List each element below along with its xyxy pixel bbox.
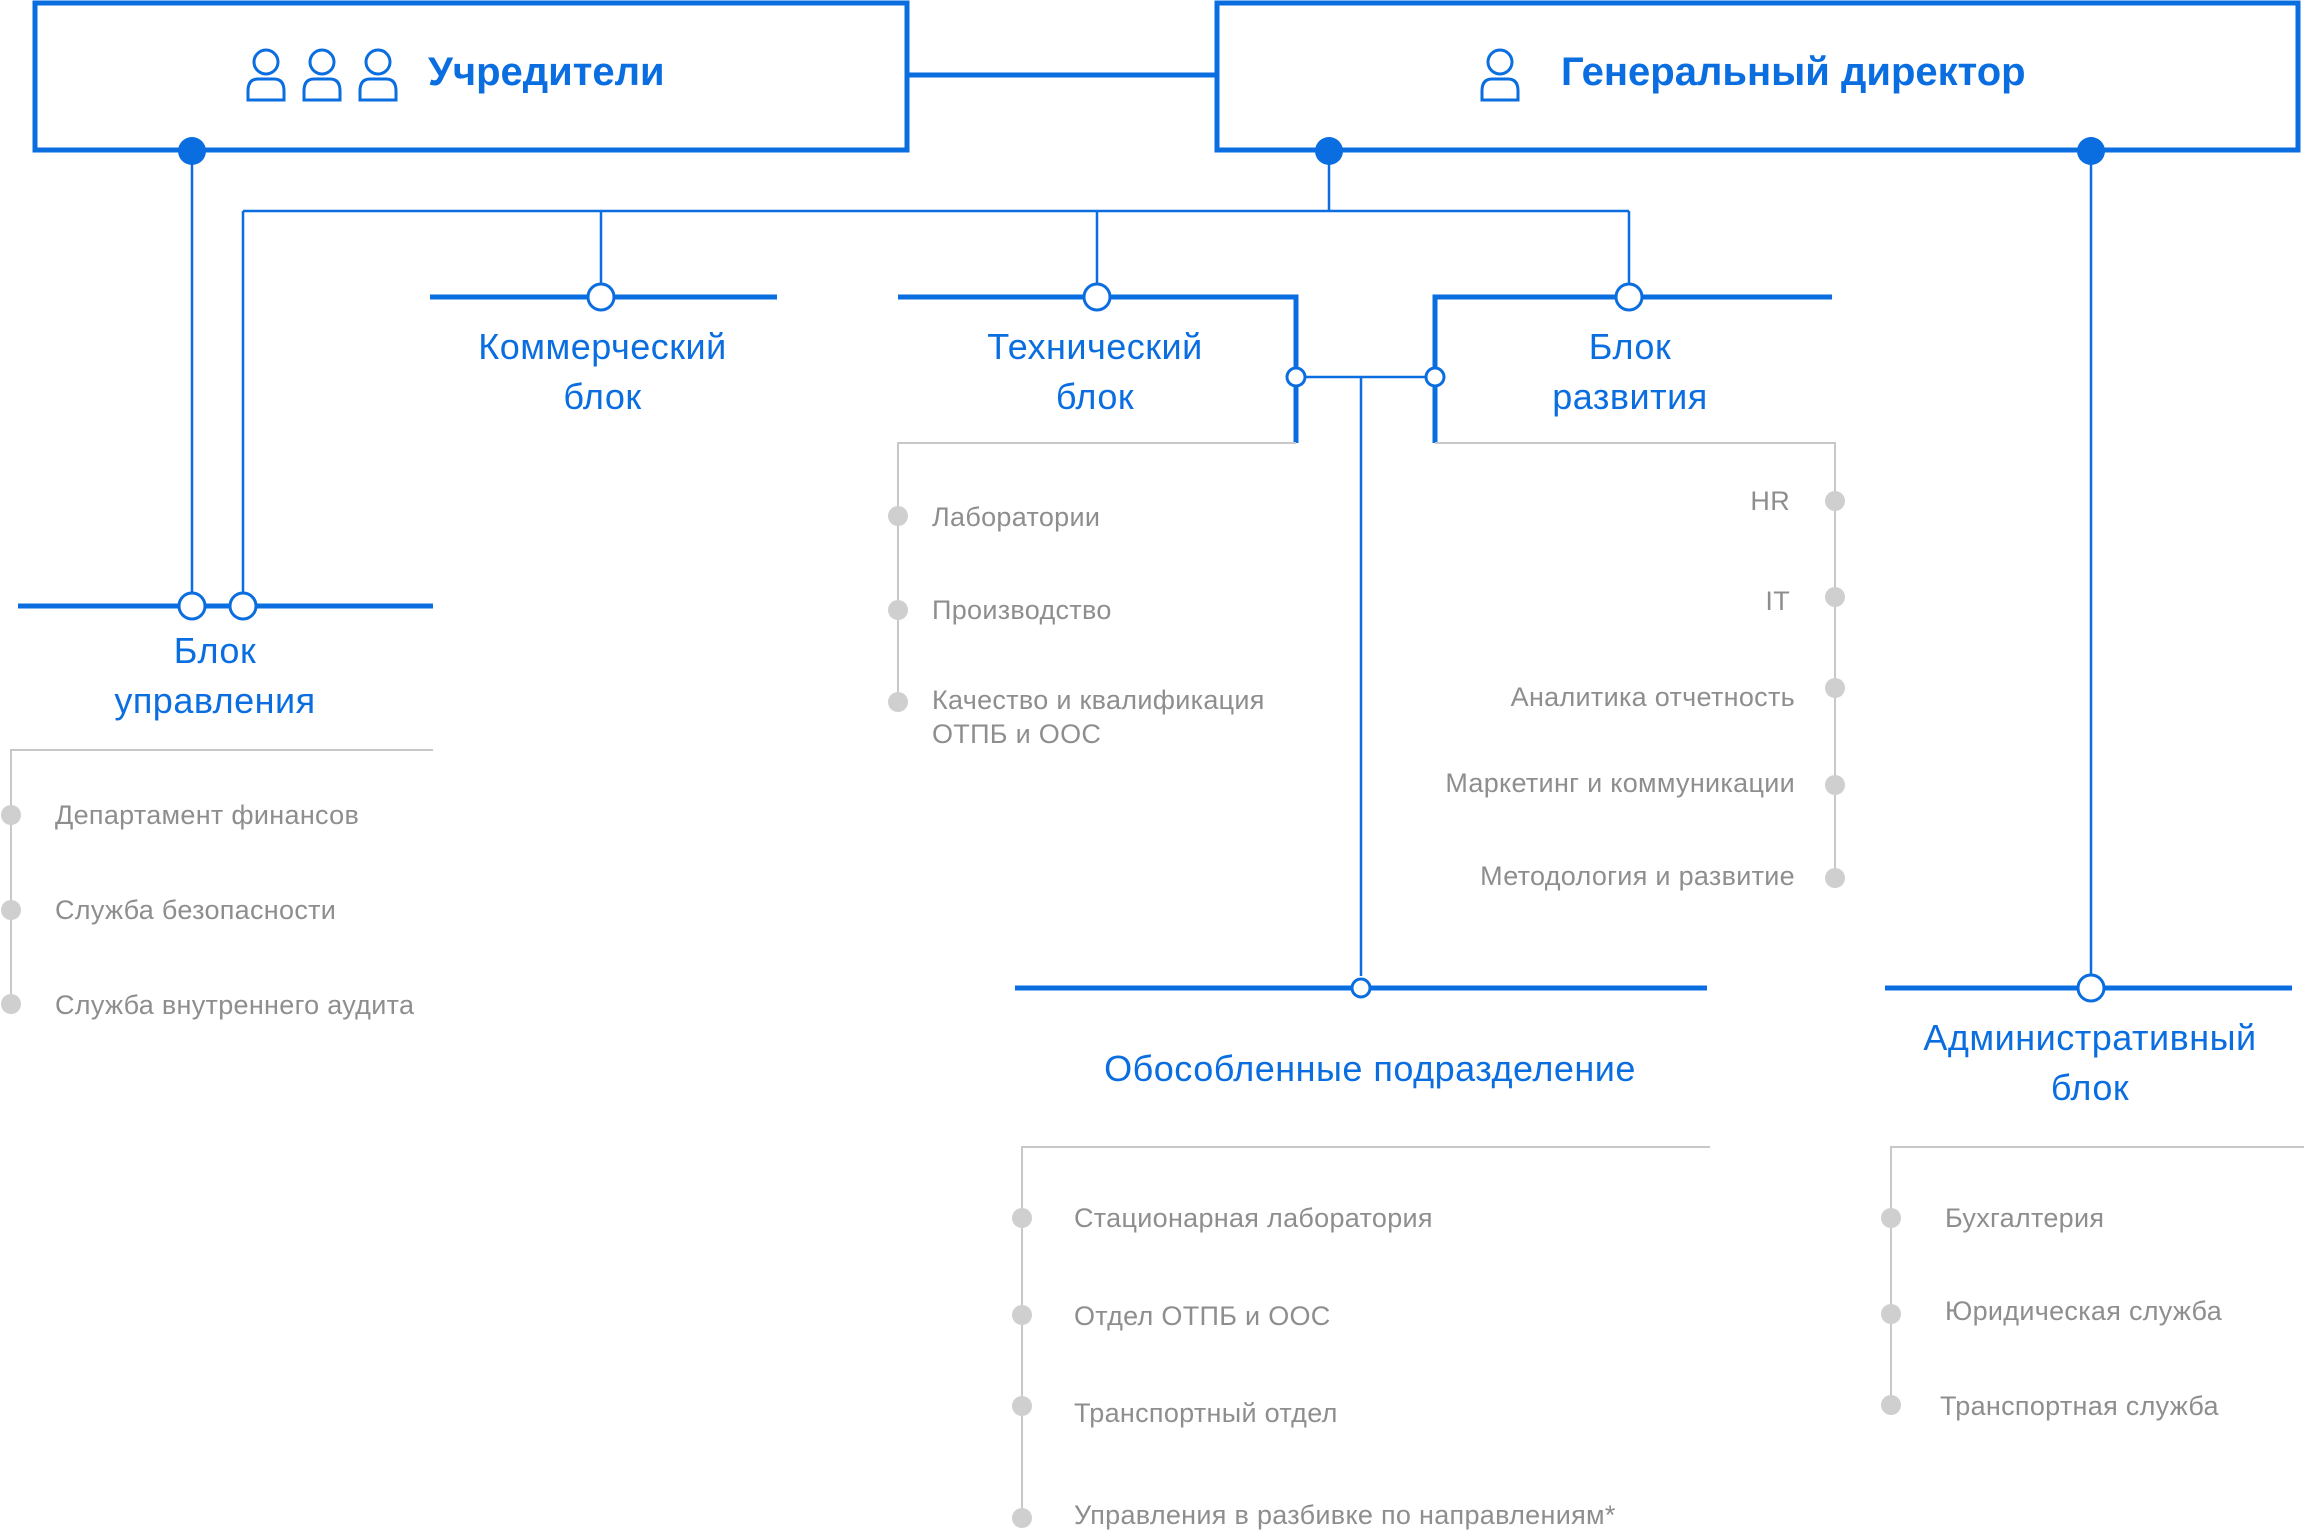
list-item: Отдел ОТПБ и ООС bbox=[1074, 1301, 1331, 1331]
list-item: Методология и развитие bbox=[1480, 861, 1795, 891]
list-item: Департамент финансов bbox=[55, 800, 360, 830]
separate-block-title: Обособленные подразделение bbox=[1104, 1048, 1636, 1089]
list-item: IT bbox=[1765, 586, 1790, 616]
list-item: Юридическая служба bbox=[1945, 1296, 2223, 1326]
list-item: Служба безопасности bbox=[55, 895, 337, 925]
thin-connectors bbox=[190, 151, 2093, 976]
list-item: HR bbox=[1750, 486, 1790, 516]
person-icon bbox=[1480, 48, 1520, 102]
people-group-icon bbox=[246, 48, 398, 102]
list-item: Стационарная лаборатория bbox=[1074, 1203, 1433, 1233]
director-title: Генеральный директор bbox=[1561, 50, 2026, 94]
administrative-block-title: Административный блок bbox=[1923, 1017, 2257, 1108]
block-nodes bbox=[177, 282, 2106, 1003]
list-dots bbox=[1, 491, 1901, 1528]
list-item: Производство bbox=[932, 595, 1112, 625]
development-block-title: Блок развития bbox=[1552, 326, 1708, 417]
list-brackets bbox=[10, 442, 2304, 1520]
management-block-title: Блок управления bbox=[114, 630, 316, 721]
list-item: Аналитика отчетность bbox=[1510, 682, 1795, 712]
list-item: Управления в разбивке по направлениям* bbox=[1074, 1500, 1616, 1530]
list-item: Качество и квалификация ОТПБ и ООС bbox=[932, 685, 1265, 749]
list-item: Маркетинг и коммуникации bbox=[1445, 768, 1795, 798]
commercial-block-title: Коммерческий блок bbox=[478, 326, 727, 417]
list-item: Транспортная служба bbox=[1940, 1391, 2219, 1421]
technical-block-title: Технический блок bbox=[987, 326, 1203, 417]
list-item: Служба внутреннего аудита bbox=[55, 990, 415, 1020]
list-item: Транспортный отдел bbox=[1074, 1398, 1338, 1428]
list-item: Лаборатории bbox=[932, 502, 1101, 532]
list-item: Бухгалтерия bbox=[1945, 1203, 2105, 1233]
founders-title: Учредители bbox=[428, 50, 665, 94]
